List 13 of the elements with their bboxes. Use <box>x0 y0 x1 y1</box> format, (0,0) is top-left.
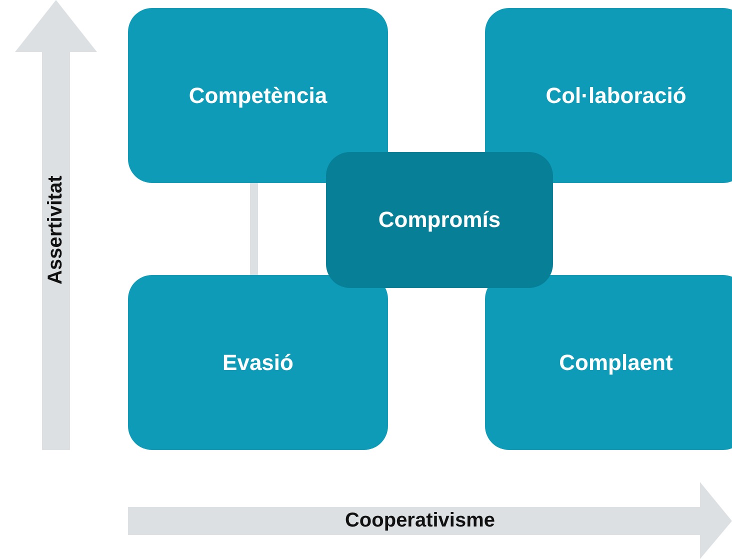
connector-line <box>250 183 258 275</box>
style-box <box>485 275 732 450</box>
style-box <box>485 8 732 183</box>
box-title: Evasió <box>222 350 294 376</box>
box-title: Complaent <box>559 350 673 376</box>
box-title: Compromís <box>378 207 501 233</box>
axis-label: Cooperativisme <box>344 510 496 532</box>
style-box <box>128 8 388 183</box>
box-title: Col·laboració <box>546 82 686 108</box>
box-title: Competència <box>188 82 328 108</box>
style-box <box>326 152 553 288</box>
style-box <box>128 275 388 450</box>
axis-label: Assertivitat <box>44 176 68 284</box>
